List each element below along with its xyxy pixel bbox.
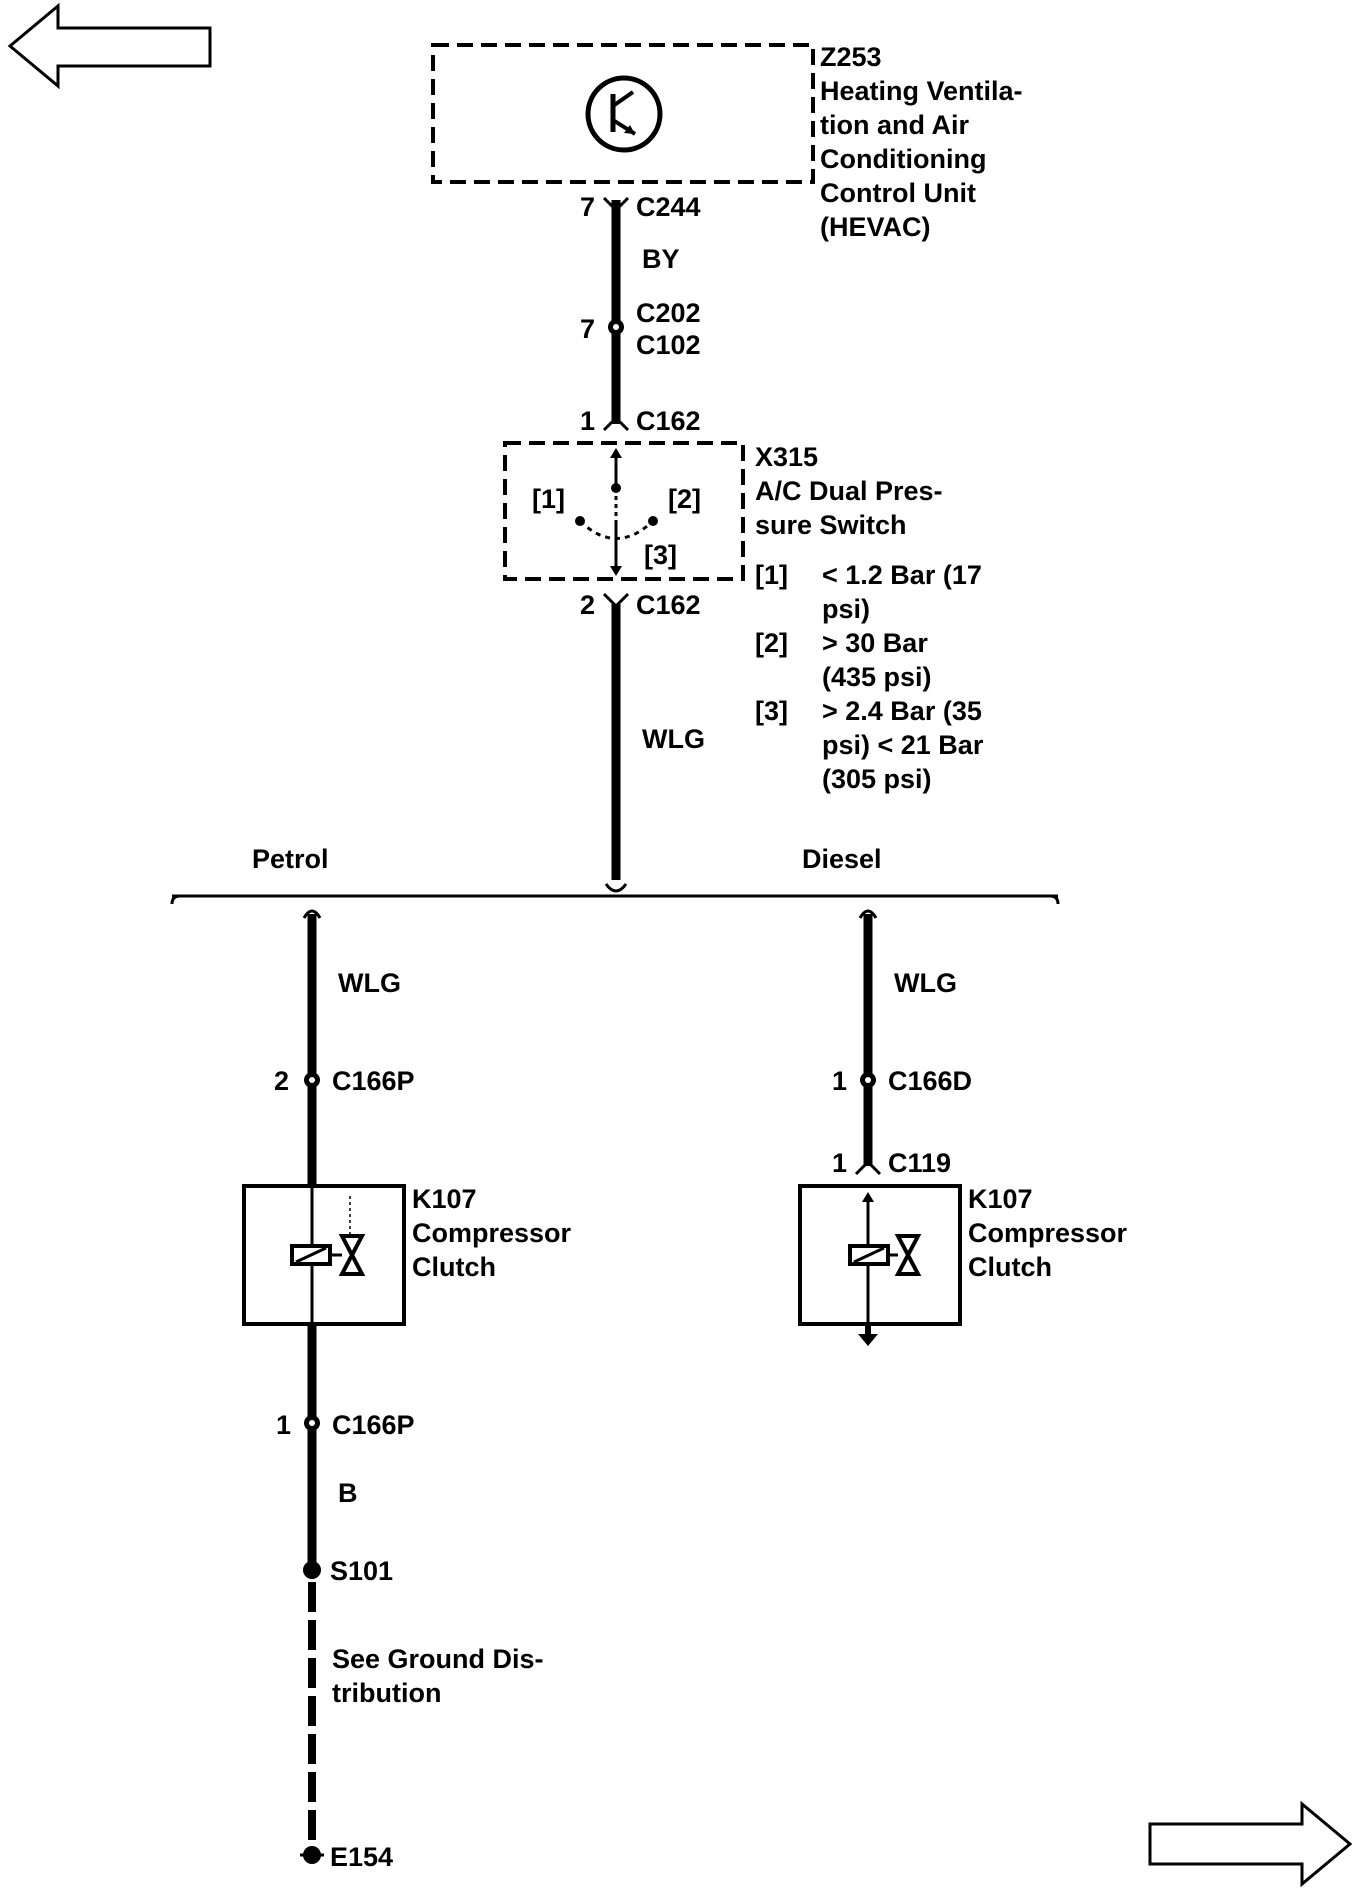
ground-e154: E154: [330, 1842, 393, 1872]
legend-3-line-1: > 2.4 Bar (35: [822, 696, 982, 726]
see-ground-distribution-line-1: See Ground Dis-: [332, 1644, 544, 1674]
legend-2-line-1: > 30 Bar: [822, 628, 928, 658]
diesel-c119-label: C119: [888, 1148, 951, 1178]
right-arrow-icon[interactable]: [1148, 1800, 1353, 1888]
hevac-desc-line-1: Heating Ventila-: [820, 76, 1023, 106]
switch-id: X315: [755, 442, 818, 472]
c162-out-pin: 2: [580, 590, 595, 620]
diesel-wire-color: WLG: [894, 968, 957, 998]
diesel-c166d-pin: 1: [832, 1066, 847, 1096]
back-arrow-button[interactable]: [7, 2, 212, 90]
petrol-clutch-id: K107: [412, 1184, 477, 1214]
c102-label: C102: [636, 330, 701, 360]
switch-pos-3: [3]: [644, 540, 677, 570]
diesel-c166d-label: C166D: [888, 1066, 972, 1096]
switch-desc-line-1: A/C Dual Pres-: [755, 476, 943, 506]
forward-arrow-button[interactable]: [1148, 1800, 1353, 1888]
diesel-c119-pin: 1: [832, 1148, 847, 1178]
diesel-clutch-desc-line-2: Clutch: [968, 1252, 1052, 1282]
case-ground-icon: [858, 1324, 878, 1346]
legend-3-line-3: (305 psi): [822, 764, 932, 794]
ground-point-icon: [300, 1846, 324, 1864]
petrol-ground-wire-color: B: [338, 1478, 358, 1508]
legend-1-line-2: psi): [822, 594, 870, 624]
hevac-component: Z253 Heating Ventila- tion and Air Condi…: [431, 42, 1023, 242]
wire-color-wlg-main: WLG: [642, 724, 705, 754]
branch-diesel: Diesel: [802, 844, 882, 874]
hevac-desc-line-4: Control Unit: [820, 178, 976, 208]
see-ground-distribution-line-2: tribution: [332, 1678, 441, 1708]
diesel-clutch-desc-line-1: Compressor: [968, 1218, 1128, 1248]
c162-out-label: C162: [636, 590, 701, 620]
c162-in-label: C162: [636, 406, 701, 436]
hevac-dashed-box: [431, 43, 815, 184]
branch-petrol: Petrol: [252, 844, 329, 874]
legend-3-line-2: psi) < 21 Bar: [822, 730, 984, 760]
legend-key-1: [1]: [755, 560, 788, 590]
clutch-solenoid-icon: [848, 1234, 922, 1276]
hevac-desc-line-5: (HEVAC): [820, 212, 931, 242]
pressure-switch-component: [1] [2] [3] X315 A/C Dual Pres- sure Swi…: [503, 441, 984, 794]
legend-key-2: [2]: [755, 628, 788, 658]
wire-color-by: BY: [642, 244, 680, 274]
switch-dashed-box: [503, 441, 745, 581]
left-arrow-icon[interactable]: [7, 2, 212, 90]
wire-by: 7 C244 BY 7 C202 C102 1 C162: [580, 192, 701, 436]
petrol-branch: WLG 2 C166P K107 Compressor Clutch 1 C16…: [242, 909, 572, 1872]
c202-pin: 7: [580, 314, 595, 344]
switch-pos-1: [1]: [532, 484, 565, 514]
hevac-desc-line-2: tion and Air: [820, 110, 969, 140]
legend-1-line-1: < 1.2 Bar (17: [822, 560, 982, 590]
wire-wlg-main: 2 C162 WLG: [580, 590, 705, 880]
petrol-wire-color: WLG: [338, 968, 401, 998]
hevac-desc-line-3: Conditioning: [820, 144, 986, 174]
legend-2-line-2: (435 psi): [822, 662, 932, 692]
c162-in-pin: 1: [580, 406, 595, 436]
petrol-clutch-desc-line-1: Compressor: [412, 1218, 572, 1248]
clutch-solenoid-icon: [290, 1234, 366, 1276]
c244-pin: 7: [580, 192, 595, 222]
diesel-clutch-id: K107: [968, 1184, 1033, 1214]
switch-pos-2: [2]: [668, 484, 701, 514]
legend-key-3: [3]: [755, 696, 788, 726]
petrol-c166p-top-pin: 2: [274, 1066, 289, 1096]
petrol-c166p-bot-pin: 1: [276, 1410, 291, 1440]
branch-bus: Petrol Diesel: [170, 844, 1060, 905]
switch-desc-line-2: sure Switch: [755, 510, 907, 540]
hevac-id: Z253: [820, 42, 882, 72]
petrol-c166p-top-label: C166P: [332, 1066, 415, 1096]
petrol-c166p-bot-label: C166P: [332, 1410, 415, 1440]
transistor-icon: [585, 75, 663, 153]
c202-label: C202: [636, 298, 701, 328]
petrol-splice-s101: S101: [330, 1556, 393, 1586]
diesel-branch: WLG 1 C166D 1 C119 K107 Compressor Clutc…: [798, 909, 1128, 1346]
petrol-clutch-desc-line-2: Clutch: [412, 1252, 496, 1282]
c244-label: C244: [636, 192, 701, 222]
